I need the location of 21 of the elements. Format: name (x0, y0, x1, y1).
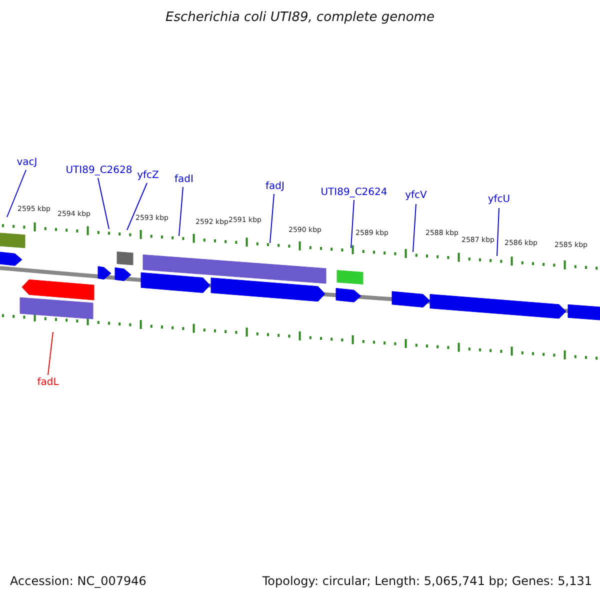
gene-label: fadL (37, 377, 59, 388)
leader-line (126, 182, 148, 230)
leader-line (270, 194, 274, 244)
leader-line (178, 186, 184, 236)
genome-info-text: Topology: circular; Length: 5,065,741 bp; Genes: 5,131 (262, 574, 592, 588)
gene-label: yfcV (405, 190, 427, 201)
leader-line (412, 204, 416, 252)
leader-line (98, 178, 110, 230)
gene-label: vacJ (16, 157, 38, 168)
leader-line (496, 208, 500, 256)
leader-line (6, 170, 26, 218)
gene-label: UTI89_C2624 (320, 187, 388, 198)
leader-line (48, 332, 54, 376)
gene-label: UTI89_C2628 (66, 165, 132, 176)
accession-text: Accession: NC_007946 (10, 574, 146, 588)
gene-label: fadJ (266, 181, 284, 192)
gene-label: fadI (174, 174, 194, 185)
leader-line (350, 200, 354, 248)
gene-label: yfcU (488, 194, 510, 205)
gene-label: yfcZ (137, 170, 159, 181)
title: Escherichia coli UTI89, complete genome (166, 10, 434, 25)
